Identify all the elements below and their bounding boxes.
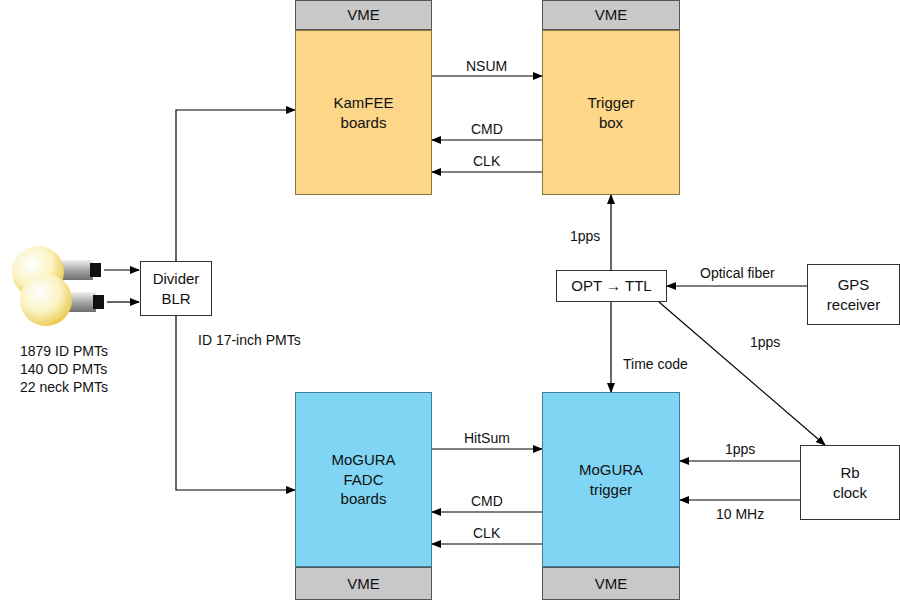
signal-arrow xyxy=(432,139,542,140)
signal-arrow xyxy=(176,110,295,261)
signal-label: 1pps xyxy=(748,334,782,351)
signal-label: ID 17-inch PMTs xyxy=(196,332,303,349)
signal-arrow xyxy=(432,448,542,449)
signal-arrow xyxy=(432,75,542,76)
pmt-cable xyxy=(104,269,139,270)
box-text: KamFEE boards xyxy=(323,93,405,132)
box-text: VME xyxy=(347,5,380,25)
box-text: MoGURA trigger xyxy=(572,460,650,499)
signal-label: HitSum xyxy=(462,430,512,447)
trigger-box: Trigger box xyxy=(542,30,680,195)
pmt-count: 140 OD PMTs xyxy=(18,361,109,378)
pmt-count: 1879 ID PMTs xyxy=(18,343,110,360)
signal-arrow xyxy=(680,460,800,461)
signal-arrow xyxy=(432,543,542,544)
pmt-count: 22 neck PMTs xyxy=(18,379,110,396)
clock-box: Rb clock xyxy=(800,445,900,520)
signal-label: CMD xyxy=(469,493,505,510)
signal-arrow xyxy=(680,499,800,500)
signal-arrow xyxy=(667,285,807,286)
signal-label: CLK xyxy=(471,153,502,170)
signal-label: 1pps xyxy=(568,228,602,245)
gps-box: GPS receiver xyxy=(807,264,900,325)
signal-arrow xyxy=(432,511,542,512)
signal-arrow xyxy=(659,302,825,445)
signal-label: CLK xyxy=(471,525,502,542)
signal-label: NSUM xyxy=(464,58,509,75)
divider-box: Divider BLR xyxy=(140,261,212,316)
box-text: VME xyxy=(347,574,380,594)
box-text: Divider BLR xyxy=(145,269,207,308)
converter-box: OPT → TTL xyxy=(556,270,667,302)
signal-arrow xyxy=(432,171,542,172)
box-text: GPS receiver xyxy=(814,275,894,314)
board-box: KamFEE boards xyxy=(295,30,432,195)
trigger-box: MoGURA trigger xyxy=(542,392,680,567)
signal-label: 10 MHz xyxy=(714,506,766,523)
vme-crate: VME xyxy=(295,0,432,30)
box-text: Trigger box xyxy=(575,93,647,132)
signal-label: Optical fiber xyxy=(698,265,777,282)
vme-crate: VME xyxy=(295,567,432,600)
box-text: VME xyxy=(595,5,628,25)
signal-label: 1pps xyxy=(723,441,757,458)
box-text: VME xyxy=(595,574,628,594)
pmt-cable xyxy=(107,301,139,302)
box-text: Rb clock xyxy=(825,463,875,502)
signal-label: CMD xyxy=(469,121,505,138)
box-text: OPT → TTL xyxy=(571,276,651,296)
pmt-bottom xyxy=(20,274,104,326)
board-box: MoGURA FADC boards xyxy=(295,392,432,567)
signal-arrow xyxy=(610,195,611,270)
signal-arrow xyxy=(610,302,611,392)
vme-crate: VME xyxy=(542,0,680,30)
box-text: MoGURA FADC boards xyxy=(325,450,403,509)
signal-label: Time code xyxy=(621,356,690,373)
vme-crate: VME xyxy=(542,567,680,600)
